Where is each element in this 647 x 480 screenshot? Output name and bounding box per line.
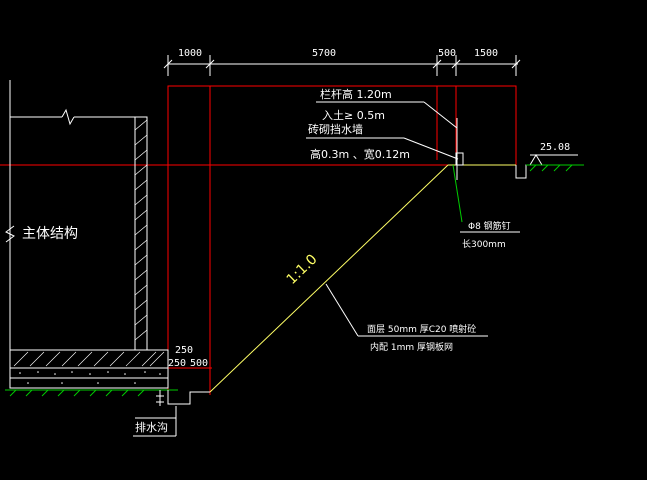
break-mark-horizontal bbox=[61, 108, 75, 126]
foundation-slab bbox=[9, 349, 169, 389]
elevation-marker bbox=[526, 154, 584, 172]
dim-label-500: 500 bbox=[438, 48, 456, 59]
slope-line bbox=[209, 164, 449, 393]
surface-leader bbox=[325, 283, 488, 337]
railing-height-label: 栏杆高 1.20m bbox=[320, 87, 392, 101]
steel-nail bbox=[452, 164, 463, 223]
elevation-label: 25.08 bbox=[540, 142, 570, 153]
surface-layer-label: 面层 50mm 厚C20 喷射砼 bbox=[367, 323, 476, 335]
wall-size-label: 高0.3m 、宽0.12m bbox=[310, 147, 410, 161]
mesh-layer-label: 内配 1mm 厚钢板网 bbox=[370, 341, 453, 353]
slope-ratio-label: 1:1.0 bbox=[284, 251, 321, 287]
nail-spec-label: Φ8 钢筋钉 bbox=[468, 220, 511, 232]
drain-ditch-label: 排水沟 bbox=[135, 420, 168, 434]
break-mark-vertical bbox=[5, 225, 15, 243]
excavation-outline bbox=[167, 85, 517, 395]
main-structure-label: 主体结构 bbox=[22, 226, 78, 242]
ground-right-edge bbox=[515, 164, 582, 179]
nail-length-label: 长300mm bbox=[462, 238, 506, 250]
slab-dots bbox=[19, 371, 161, 384]
dim-label-500b: 500 bbox=[190, 358, 208, 369]
ground-hatch-bottom bbox=[5, 389, 178, 397]
dim-label-1500: 1500 bbox=[474, 48, 498, 59]
slab-hatch bbox=[13, 351, 165, 367]
red-outline-group bbox=[0, 85, 517, 395]
brick-wall-label: 砖砌挡水墙 bbox=[308, 122, 363, 136]
dim-label-1000: 1000 bbox=[178, 48, 202, 59]
dim-label-5700: 5700 bbox=[312, 48, 336, 59]
brick-wall bbox=[455, 152, 464, 166]
drain-ditch bbox=[135, 390, 210, 419]
embed-depth-label: 入土≥ 0.5m bbox=[322, 109, 385, 122]
dim-label-250b: 250 bbox=[168, 358, 186, 369]
top-dimension-group bbox=[163, 55, 521, 76]
wall-hatch bbox=[134, 119, 148, 341]
dim-label-250a: 250 bbox=[175, 345, 193, 356]
main-structure-group bbox=[5, 80, 148, 351]
